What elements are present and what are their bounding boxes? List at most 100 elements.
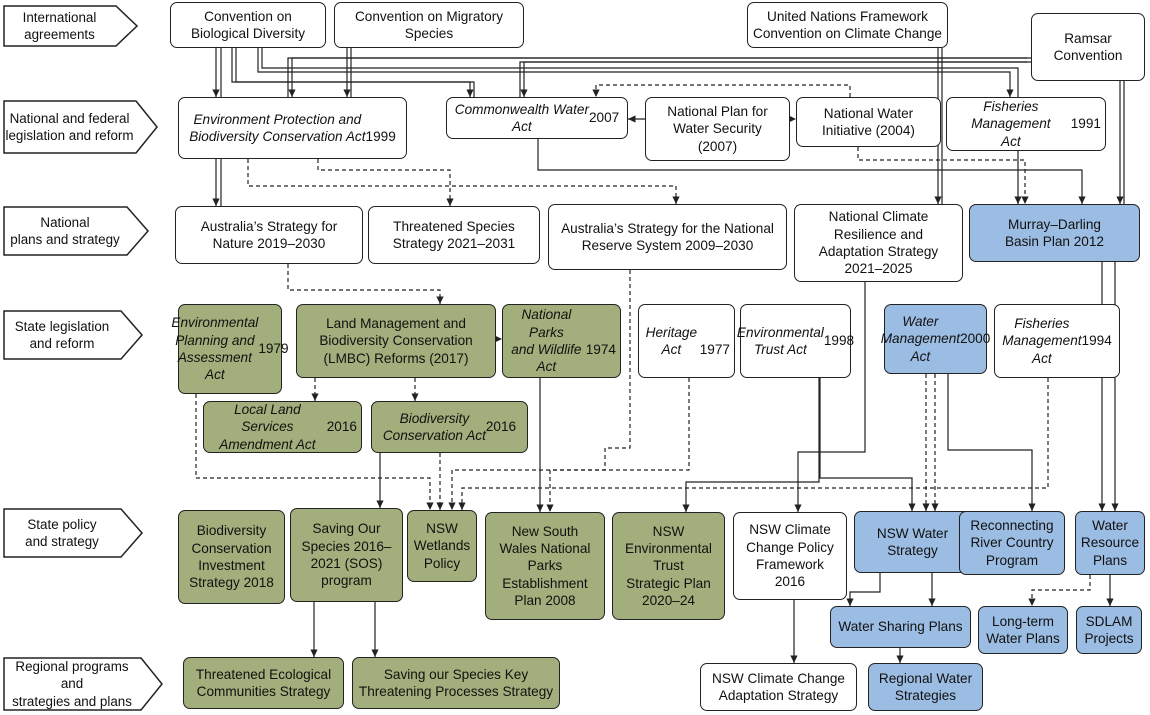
arrowhead-40	[846, 598, 854, 606]
arrowhead-15	[1078, 196, 1086, 204]
connector-2	[235, 48, 475, 97]
arrowhead-24	[436, 502, 444, 510]
arrowhead-37	[371, 649, 379, 657]
arrowhead-14	[446, 198, 454, 206]
arrowhead-21	[426, 502, 434, 510]
arrowhead-12	[212, 198, 220, 206]
connector-11	[595, 84, 851, 97]
arrowhead-33	[458, 502, 466, 510]
connector-21	[195, 394, 431, 510]
arrowhead-13	[672, 196, 680, 204]
connector-13	[247, 159, 677, 204]
connector-5	[291, 57, 1031, 97]
connector-33	[461, 378, 1049, 510]
arrowhead-34	[1098, 503, 1106, 511]
arrowhead-41	[896, 655, 904, 663]
arrowhead-27	[682, 504, 690, 512]
arrowhead-20	[411, 393, 419, 401]
arrowhead-39	[928, 598, 936, 606]
connector-15	[537, 139, 1083, 204]
connector-27	[685, 378, 820, 512]
arrowhead-19	[311, 393, 319, 401]
arrowhead-36	[310, 649, 318, 657]
arrowhead-35	[1111, 503, 1119, 511]
connector-6	[523, 61, 1031, 97]
connector-26	[451, 378, 690, 510]
connector-25	[549, 270, 631, 512]
connector-43	[1031, 575, 1091, 606]
arrowhead-17	[436, 296, 444, 304]
arrowhead-23	[536, 504, 544, 512]
arrowhead-16	[1021, 196, 1029, 204]
arrowhead-8	[934, 196, 942, 204]
connector-32	[947, 374, 1033, 511]
arrowhead-38	[790, 655, 798, 663]
arrowhead-3	[1006, 89, 1014, 97]
arrowhead-30	[922, 503, 930, 511]
arrowhead-22	[376, 500, 384, 508]
arrowhead-1	[343, 89, 351, 97]
arrowhead-11	[592, 89, 600, 97]
connector-6	[519, 61, 1027, 97]
arrowhead-31	[931, 503, 939, 511]
connector-29	[819, 378, 913, 511]
arrowhead-43	[1028, 598, 1036, 606]
connector-40	[849, 573, 881, 606]
arrowhead-0	[212, 89, 220, 97]
connector-17	[287, 264, 441, 304]
arrowhead-18	[494, 335, 502, 343]
arrowhead-29	[908, 503, 916, 511]
arrowhead-32	[1028, 503, 1036, 511]
arrowhead-10	[788, 115, 796, 123]
arrowhead-4	[1014, 196, 1022, 204]
arrowhead-7	[1116, 196, 1124, 204]
connector-3	[257, 48, 1011, 97]
arrowhead-28	[794, 504, 802, 512]
connector-5	[287, 57, 1027, 97]
arrowhead-9	[628, 115, 636, 123]
arrowhead-25	[546, 504, 554, 512]
arrowhead-42	[1106, 598, 1114, 606]
connector-14	[317, 159, 451, 206]
arrowhead-2	[466, 89, 474, 97]
